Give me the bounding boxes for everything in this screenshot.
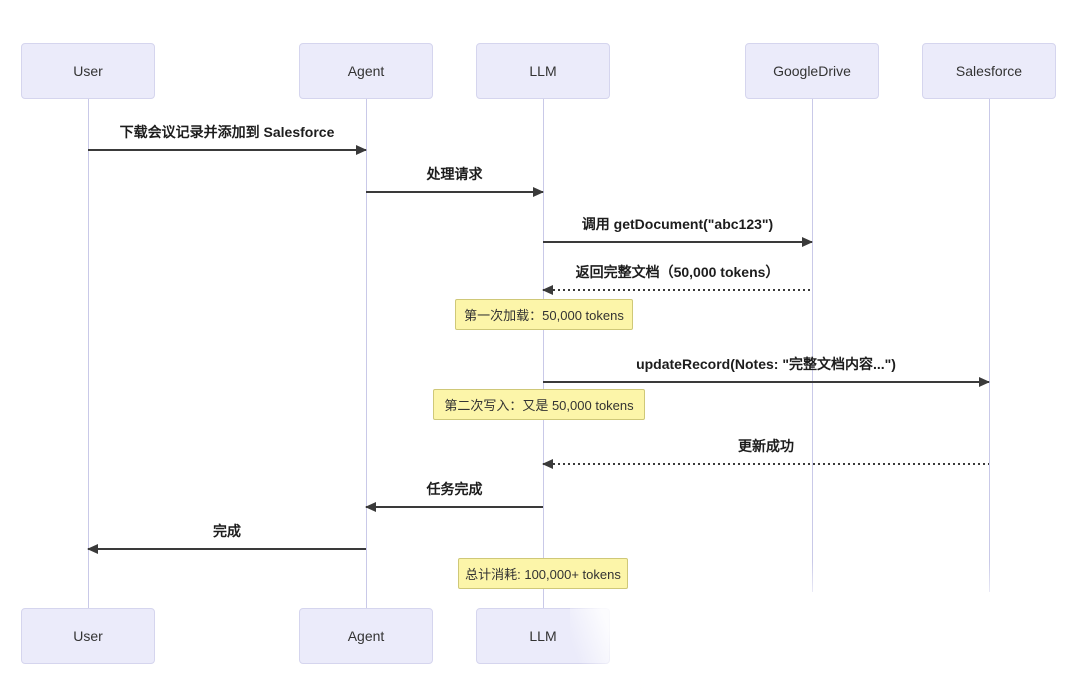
message-line	[366, 191, 543, 193]
message-label: 下载会议记录并添加到 Salesforce	[119, 124, 335, 140]
arrowhead-left-icon	[87, 544, 98, 554]
note-first-load: 第一次加载：50,000 tokens	[455, 299, 633, 330]
participant-label: Agent	[347, 63, 385, 79]
arrowhead-left-icon	[542, 285, 553, 295]
note-label: 总计消耗: 100,000+ tokens	[465, 567, 621, 582]
participant-label: LLM	[529, 63, 557, 79]
message-label: 任务完成	[426, 481, 483, 497]
participant-label: User	[73, 628, 103, 644]
message-update-success: 更新成功	[542, 435, 989, 469]
arrowhead-right-icon	[533, 187, 544, 197]
corner-fade-overlay	[570, 592, 1080, 698]
note-second-write: 第二次写入：又是 50,000 tokens	[433, 389, 645, 420]
participant-label: User	[73, 63, 103, 79]
arrowhead-left-icon	[365, 502, 376, 512]
message-done: 完成	[87, 520, 366, 554]
lifeline-user	[88, 99, 89, 608]
message-label: 处理请求	[426, 166, 483, 182]
note-label: 第一次加载：50,000 tokens	[464, 308, 624, 323]
lifeline-llm	[543, 99, 544, 608]
participant-llm: LLM	[476, 43, 610, 99]
lifeline-agent	[366, 99, 367, 608]
participant-salesforce: Salesforce	[922, 43, 1056, 99]
participant-user: User	[21, 43, 155, 99]
arrowhead-right-icon	[979, 377, 990, 387]
message-line	[88, 149, 366, 151]
note-label: 第二次写入：又是 50,000 tokens	[444, 398, 634, 413]
message-return-document: 返回完整文档（50,000 tokens）	[542, 261, 812, 295]
message-get-document: 调用 getDocument("abc123")	[543, 213, 813, 247]
arrowhead-left-icon	[542, 459, 553, 469]
message-download-request: 下载会议记录并添加到 Salesforce	[88, 121, 367, 155]
message-label: 返回完整文档（50,000 tokens）	[575, 264, 780, 280]
lifeline-googledrive	[812, 99, 813, 613]
message-label: 调用 getDocument("abc123")	[581, 216, 774, 232]
participant-llm-bottom: LLM	[476, 608, 610, 664]
participant-agent: Agent	[299, 43, 433, 99]
arrowhead-right-icon	[356, 145, 367, 155]
participant-agent-bottom: Agent	[299, 608, 433, 664]
message-line	[543, 381, 989, 383]
message-line	[543, 241, 812, 243]
message-task-complete: 任务完成	[365, 478, 543, 512]
arrowhead-right-icon	[802, 237, 813, 247]
message-line	[543, 289, 812, 291]
note-total-tokens: 总计消耗: 100,000+ tokens	[458, 558, 628, 589]
message-line	[366, 506, 543, 508]
participant-label: GoogleDrive	[773, 63, 851, 79]
message-label: 完成	[213, 523, 241, 539]
participant-label: Agent	[347, 628, 385, 644]
participant-label: Salesforce	[955, 63, 1023, 79]
message-process-request: 处理请求	[366, 163, 544, 197]
message-update-record: updateRecord(Notes: "完整文档内容...")	[543, 353, 990, 387]
lifeline-salesforce	[989, 99, 990, 613]
participant-user-bottom: User	[21, 608, 155, 664]
watermark-smudge	[640, 630, 1060, 696]
message-label: 更新成功	[738, 438, 794, 454]
message-line	[88, 548, 366, 550]
message-line	[543, 463, 989, 465]
message-label: updateRecord(Notes: "完整文档内容...")	[636, 356, 896, 372]
participant-label: LLM	[529, 628, 557, 644]
participant-googledrive: GoogleDrive	[745, 43, 879, 99]
